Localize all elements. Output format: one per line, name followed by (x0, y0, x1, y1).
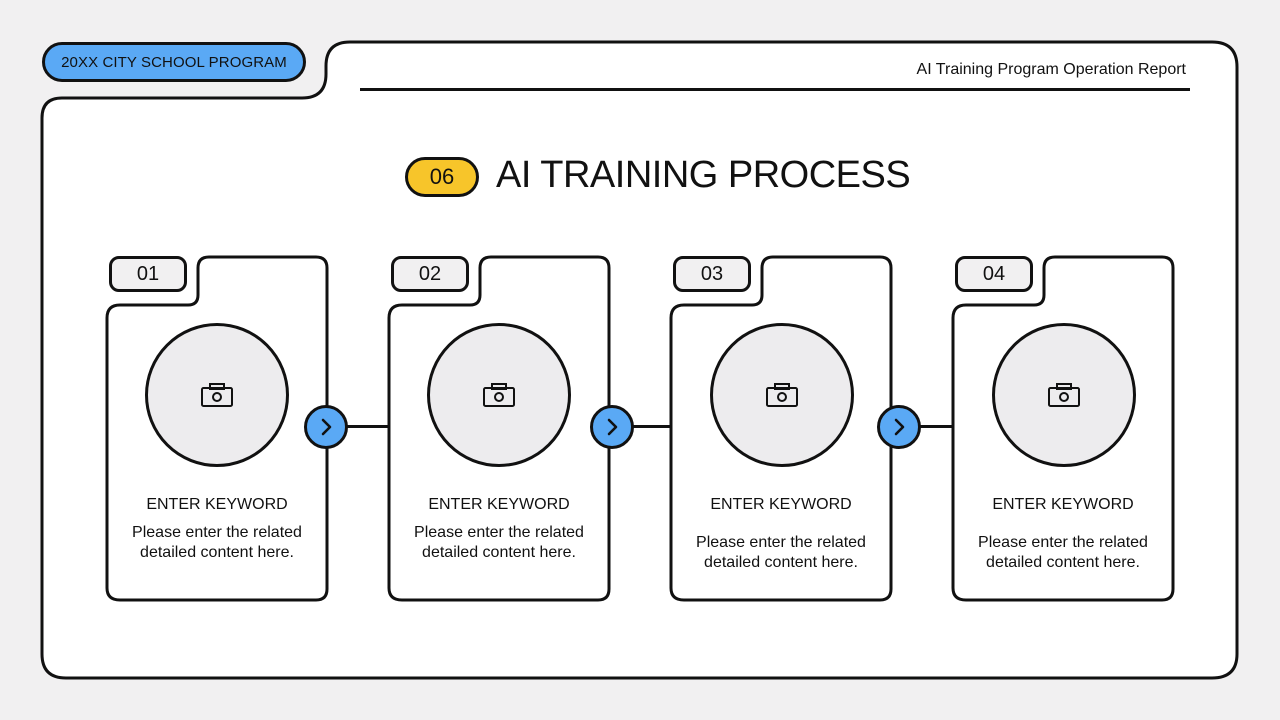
step-description-line: detailed content here. (140, 544, 294, 561)
report-title: AI Training Program Operation Report (916, 61, 1186, 78)
camera-icon (766, 383, 798, 407)
step-description: Please enter the related detailed conten… (389, 523, 609, 563)
camera-icon (201, 383, 233, 407)
section-title: AI TRAINING PROCESS (496, 154, 911, 196)
step-keyword: ENTER KEYWORD (992, 496, 1134, 513)
step-description: Please enter the related detailed conten… (671, 533, 891, 573)
step-description-line: Please enter the related (414, 524, 584, 541)
step-keyword: ENTER KEYWORD (710, 496, 852, 513)
step-description-line: Please enter the related (978, 534, 1148, 551)
step-description-line: Please enter the related (132, 524, 302, 541)
program-badge: 20XX CITY SCHOOL PROGRAM (42, 42, 306, 82)
step-number-tab: 04 (955, 256, 1033, 292)
camera-icon (483, 383, 515, 407)
image-placeholder[interactable] (145, 323, 289, 467)
step-description: Please enter the related detailed conten… (953, 533, 1173, 573)
next-step-button-3[interactable] (877, 405, 921, 449)
main-frame (40, 40, 1239, 680)
step-description: Please enter the related detailed conten… (107, 523, 327, 563)
image-placeholder[interactable] (710, 323, 854, 467)
chevron-right-icon (321, 418, 332, 436)
header-divider (360, 88, 1190, 91)
image-placeholder[interactable] (992, 323, 1136, 467)
step-description-line: Please enter the related (696, 534, 866, 551)
step-keyword: ENTER KEYWORD (428, 496, 570, 513)
image-placeholder[interactable] (427, 323, 571, 467)
connector-line-2 (609, 425, 671, 428)
step-number-tab: 01 (109, 256, 187, 292)
step-number-tab: 02 (391, 256, 469, 292)
chevron-right-icon (607, 418, 618, 436)
connector-line-3 (891, 425, 953, 428)
next-step-button-1[interactable] (304, 405, 348, 449)
step-description-line: detailed content here. (704, 554, 858, 571)
camera-icon (1048, 383, 1080, 407)
step-number-tab: 03 (673, 256, 751, 292)
section-number-badge: 06 (405, 157, 479, 197)
step-description-line: detailed content here. (422, 544, 576, 561)
connector-line-1 (327, 425, 389, 428)
next-step-button-2[interactable] (590, 405, 634, 449)
step-description-line: detailed content here. (986, 554, 1140, 571)
step-keyword: ENTER KEYWORD (146, 496, 288, 513)
chevron-right-icon (894, 418, 905, 436)
